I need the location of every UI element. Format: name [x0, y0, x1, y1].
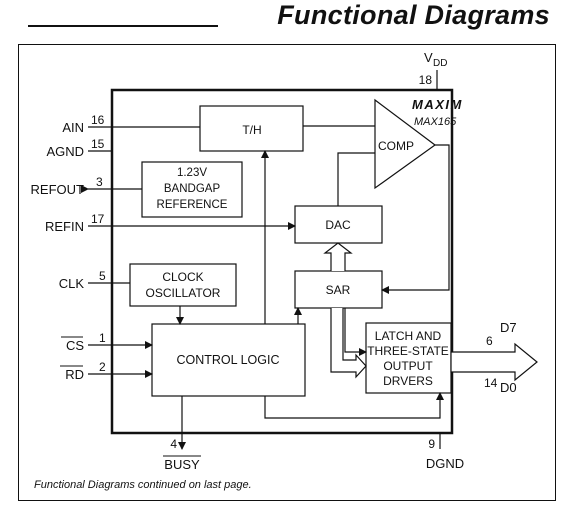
- bandgap-label-line-2: BANDGAP: [164, 183, 221, 195]
- clock-label-line-1: CLOCK: [162, 270, 203, 284]
- left-pin-lines: [81, 126, 296, 378]
- comparator-triangle: [374, 98, 437, 190]
- heading-rule: [28, 25, 218, 27]
- pin-clk-number: 5: [99, 269, 106, 283]
- footnote: Functional Diagrams continued on last pa…: [34, 479, 252, 491]
- pin-clk-label: CLK: [59, 276, 85, 291]
- pin-busy-number: 4: [170, 437, 177, 451]
- vertical-pin-lines: [178, 70, 441, 450]
- latch-label-line-1: LATCH AND: [375, 329, 442, 343]
- pin-ain-label: AIN: [62, 120, 84, 135]
- pin-d0-label: D0: [500, 380, 517, 395]
- pin-rd-number: 2: [99, 360, 106, 374]
- pin-vdd-number: 18: [419, 73, 433, 87]
- pin-refout-number: 3: [96, 175, 103, 189]
- pin-rd-label: RD: [65, 367, 84, 382]
- pin-dgnd-label: DGND: [426, 456, 464, 471]
- sar-latch-bus-arrow: [330, 308, 367, 379]
- latch-label-line-2: THREE-STATE: [367, 344, 449, 358]
- pin-vdd-subscript: DD: [433, 58, 447, 69]
- pin-d0-number: 14: [484, 376, 498, 390]
- latch-label-line-4: DRVERS: [383, 374, 433, 388]
- ic-outline: [110, 88, 454, 435]
- pin-cs-number: 1: [99, 331, 106, 345]
- section-heading: Functional Diagrams: [277, 0, 550, 30]
- control-logic-label: CONTROL LOGIC: [176, 353, 279, 367]
- part-number: MAX165: [414, 116, 457, 128]
- pin-agnd-number: 15: [91, 137, 105, 151]
- pin-ain-number: 16: [91, 113, 105, 127]
- bandgap-label-line-3: REFERENCE: [157, 199, 228, 211]
- pin-vdd-label: V: [424, 50, 433, 65]
- pin-refin-number: 17: [91, 212, 105, 226]
- track-hold-label: T/H: [242, 123, 261, 137]
- bandgap-label-line-1: 1.23V: [177, 167, 207, 179]
- output-bus-arrow: [450, 342, 538, 382]
- comparator-label: COMP: [378, 139, 414, 153]
- pin-refout-label: REFOUT: [31, 182, 85, 197]
- pin-cs-label: CS: [66, 338, 84, 353]
- dac-label: DAC: [325, 218, 351, 232]
- pin-dgnd-number: 9: [428, 437, 435, 451]
- control-logic-block: [151, 323, 306, 397]
- sar-dac-bus-arrow: [323, 242, 353, 271]
- pin-refin-label: REFIN: [45, 219, 84, 234]
- internal-signal-lines: [176, 125, 450, 419]
- track-hold-block: [199, 105, 304, 152]
- latch-label-line-3: OUTPUT: [383, 359, 433, 373]
- clock-label-line-2: OSCILLATOR: [146, 286, 221, 300]
- pin-agnd-label: AGND: [46, 144, 84, 159]
- maxim-logo: MAXIM: [412, 97, 463, 112]
- clock-oscillator-block: [129, 263, 237, 307]
- pin-d7-label: D7: [500, 320, 517, 335]
- sar-label: SAR: [326, 283, 351, 297]
- pin-d7-number: 6: [486, 334, 493, 348]
- pin-busy-label: BUSY: [164, 457, 200, 472]
- diagram-frame: [18, 44, 556, 501]
